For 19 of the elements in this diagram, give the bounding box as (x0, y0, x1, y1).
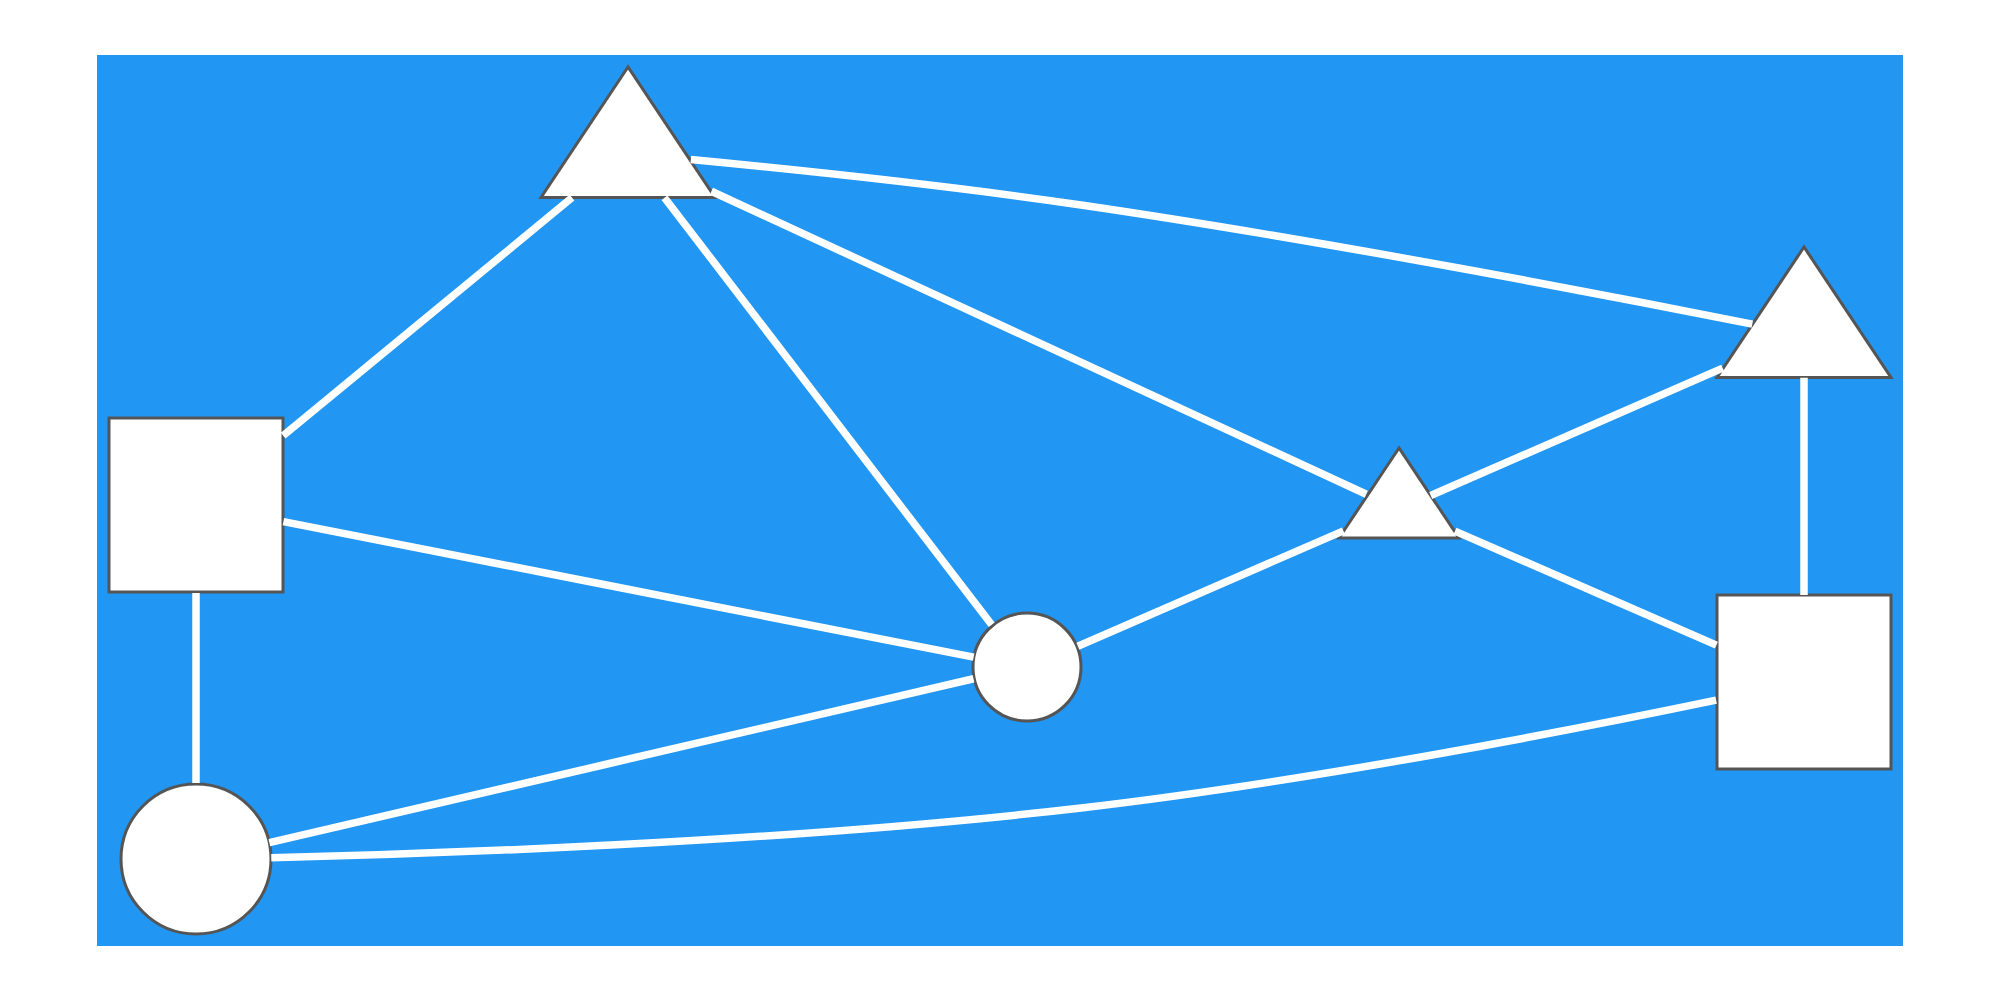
node-triangle (1714, 243, 1894, 379)
connector (268, 674, 975, 846)
connector (690, 155, 1753, 328)
connector (271, 695, 1717, 861)
connector (280, 194, 575, 439)
node-triangle (538, 63, 718, 199)
connector (661, 194, 995, 627)
connector (282, 517, 975, 661)
node-circle (971, 611, 1083, 722)
connector (1800, 377, 1808, 595)
connector (709, 187, 1368, 498)
connector (1429, 364, 1725, 499)
connector (1076, 526, 1345, 650)
node-circle (119, 782, 273, 935)
connector (1453, 527, 1718, 649)
node-box (107, 416, 285, 593)
node-box (1715, 593, 1893, 770)
connector (192, 592, 200, 783)
node-triangle (1336, 444, 1462, 539)
